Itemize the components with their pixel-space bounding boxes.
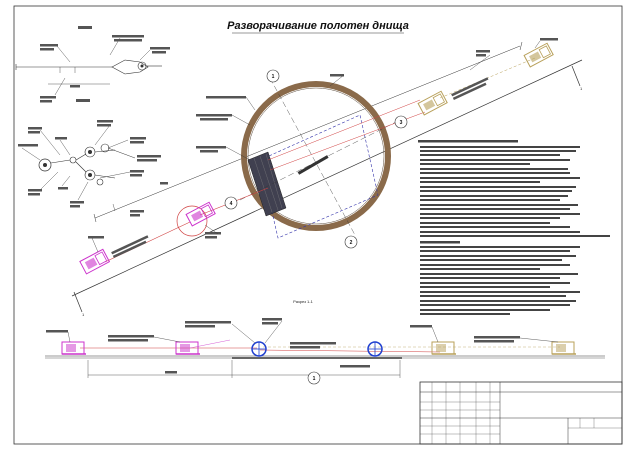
pulley-icon <box>251 341 267 357</box>
svg-text:1: 1 <box>272 74 275 80</box>
svg-text:2: 2 <box>350 240 353 246</box>
svg-text:1: 1 <box>82 312 85 317</box>
tractor-icon <box>551 341 576 355</box>
tractor-icon <box>61 341 86 355</box>
roll-icon <box>247 151 287 217</box>
tractor-icon <box>523 42 554 68</box>
drawing-title: Разворачивание полотен днища <box>227 20 409 32</box>
svg-text:1: 1 <box>313 376 316 382</box>
tractor-icon <box>175 341 200 355</box>
tractor-icon <box>79 248 111 275</box>
svg-text:1: 1 <box>580 86 583 91</box>
pulley-icon <box>367 341 383 357</box>
plan-view: 1 1 1 3 4 2 <box>71 38 583 317</box>
hook-icon <box>38 158 52 172</box>
tractor-icon <box>431 341 456 355</box>
section-label: Разрез 1-1 <box>293 299 313 304</box>
tank-ring <box>241 81 391 231</box>
node-detail-2 <box>15 26 170 103</box>
node-detail-1 <box>18 99 161 208</box>
tractor-icon <box>185 201 216 227</box>
tractor-icon <box>417 90 448 116</box>
section-1-1: Разрез 1-1 <box>45 299 605 385</box>
svg-text:3: 3 <box>400 120 403 126</box>
svg-text:4: 4 <box>230 201 233 207</box>
technical-notes <box>418 140 610 315</box>
sheet-frame <box>13 5 623 445</box>
title-block <box>419 381 623 445</box>
